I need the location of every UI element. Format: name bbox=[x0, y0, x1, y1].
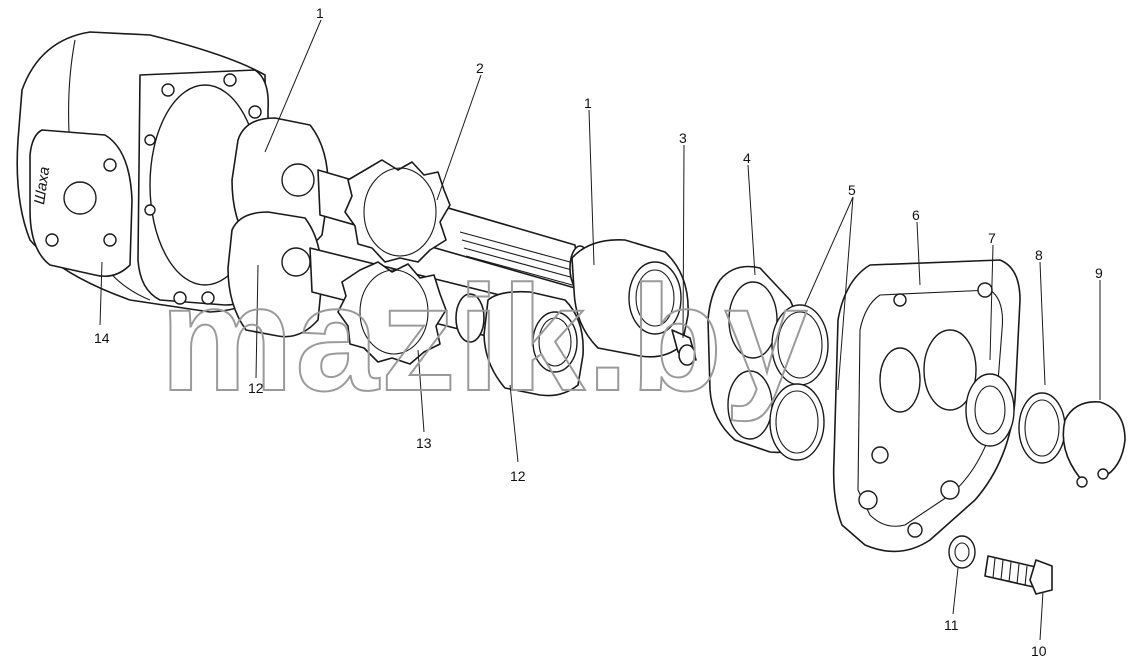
callout-bushing-lower: 12 bbox=[248, 380, 264, 396]
bushing-upper-right bbox=[571, 239, 689, 358]
callout-gasket: 4 bbox=[743, 150, 751, 166]
callout-spring-washer: 11 bbox=[944, 617, 959, 633]
callout-washer: 8 bbox=[1035, 247, 1043, 263]
pump-cover bbox=[832, 259, 1021, 553]
o-ring-upper bbox=[771, 304, 829, 386]
o-ring-lower bbox=[769, 383, 825, 461]
callout-bolt: 10 bbox=[1031, 643, 1047, 659]
leader-lines bbox=[99, 19, 1101, 641]
retaining-ring bbox=[1062, 401, 1126, 488]
callout-cover: 6 bbox=[912, 207, 920, 223]
spring-washer bbox=[948, 535, 976, 569]
callout-driven-gear: 13 bbox=[416, 435, 432, 451]
drive-gear-shaft bbox=[317, 159, 591, 291]
support-washer bbox=[1018, 392, 1066, 464]
bolt bbox=[984, 555, 1053, 595]
callout-housing: 14 bbox=[94, 330, 110, 346]
callout-pin: 3 bbox=[679, 130, 687, 146]
shaft-seal bbox=[965, 373, 1015, 447]
callout-drive-gear: 2 bbox=[476, 60, 484, 76]
callout-seal: 7 bbox=[988, 230, 996, 246]
dowel-pin bbox=[671, 329, 697, 366]
bushing-lower-left bbox=[227, 211, 323, 338]
watermark: mazik.by bbox=[160, 254, 810, 422]
callout-bushing-upper-right: 1 bbox=[584, 95, 592, 111]
housing-marking: Шаха bbox=[31, 166, 53, 206]
callout-bushing-upper: 1 bbox=[316, 5, 324, 21]
driven-gear-shaft bbox=[309, 247, 523, 365]
callout-o-rings: 5 bbox=[848, 182, 856, 198]
bushing-lower-right bbox=[483, 290, 584, 397]
callout-bushing-lower-right: 12 bbox=[510, 468, 526, 484]
callout-labels: 1 2 1 3 4 5 6 7 8 9 14 12 13 12 11 10 bbox=[94, 5, 1103, 659]
callout-retaining-ring: 9 bbox=[1095, 265, 1103, 281]
